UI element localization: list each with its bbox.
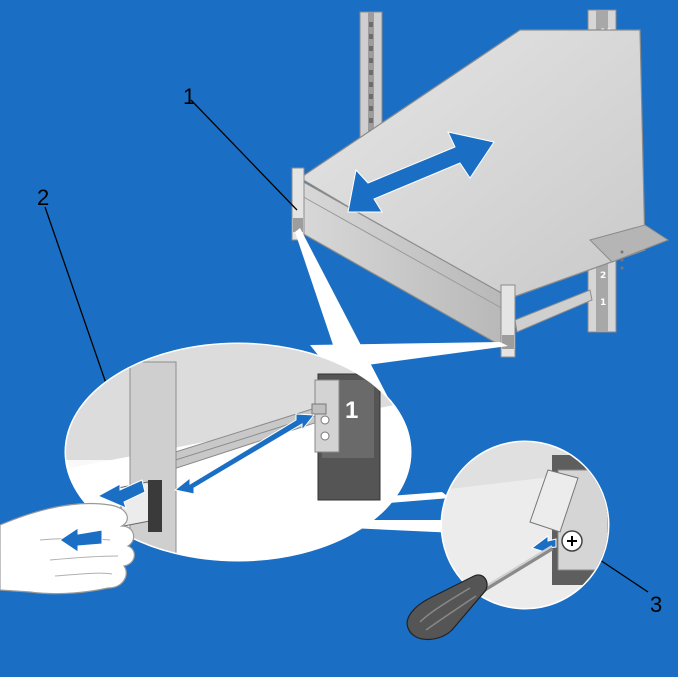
- leader-1: [190, 99, 298, 211]
- double-arrow-icon: [347, 131, 495, 213]
- detail-bubble-screw: [440, 440, 610, 610]
- rail-tag-label: 1: [345, 397, 358, 424]
- callout-label-2: 2: [37, 185, 49, 210]
- push-arrow-icon: [59, 527, 103, 553]
- slide-arrow-icon: [173, 413, 315, 495]
- callout-label-3: 3: [650, 592, 662, 617]
- push-arrow-icon: [96, 479, 146, 509]
- rack-unit-label: 1: [600, 298, 606, 308]
- rack-unit-label: 2: [600, 271, 606, 281]
- latch-left: [293, 218, 303, 232]
- hand-icon: [0, 502, 135, 595]
- latch-right: [502, 335, 514, 349]
- screwdriver-icon: [406, 545, 554, 641]
- callout-label-1: 1: [183, 84, 195, 109]
